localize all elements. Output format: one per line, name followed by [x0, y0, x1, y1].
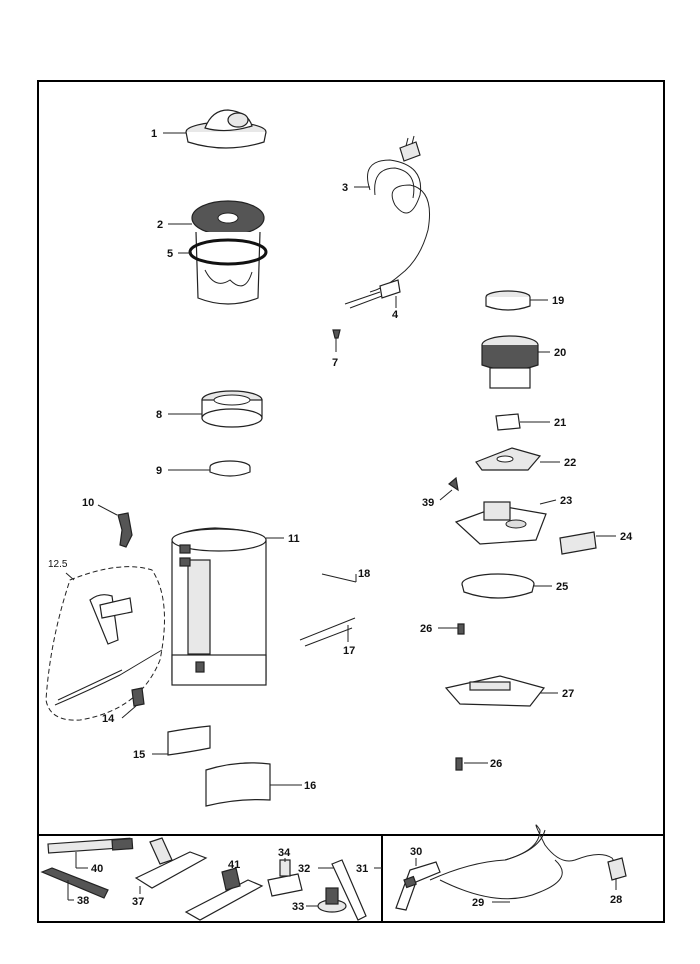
part-39-spring: 39	[422, 476, 459, 509]
part-37-floor-nozzle: 37	[132, 837, 208, 908]
part-3-power-cord: 3	[342, 135, 430, 309]
part-15-panel: 15	[133, 725, 211, 761]
label-30: 30	[410, 846, 422, 858]
label-25: 25	[556, 581, 568, 593]
part-19-gasket: 19	[485, 290, 564, 311]
label-3: 3	[342, 182, 348, 194]
label-37: 37	[132, 896, 144, 908]
label-24: 24	[620, 531, 633, 543]
label-21: 21	[554, 417, 566, 429]
label-41: 41	[228, 859, 240, 871]
label-9: 9	[156, 465, 162, 477]
part-41-hard-floor-nozzle: 41	[184, 859, 264, 921]
part-8-filter-cartridge: 8	[156, 390, 263, 428]
label-22: 22	[564, 457, 576, 469]
part-34-upholstery-tool: 34	[267, 847, 303, 897]
label-12-5: 12.5	[48, 559, 68, 570]
part-26-screw-a: 26	[420, 623, 465, 635]
label-17: 17	[343, 645, 355, 657]
part-9-disc-filter: 9	[156, 460, 251, 477]
label-26-b: 26	[490, 758, 502, 770]
part-1-lid: 1	[151, 109, 267, 149]
part-17-wiring: 17	[299, 617, 355, 657]
part-24-foam: 24	[559, 531, 633, 555]
label-26-a: 26	[420, 623, 432, 635]
part-32-crevice-tool: 32	[298, 859, 367, 921]
part-38-straight-tube: 38	[40, 867, 109, 907]
part-18-wire: 18	[321, 568, 370, 583]
part-21-mount: 21	[495, 413, 566, 431]
part-22-motor-cover: 22	[475, 447, 576, 471]
part-7-screw: 7	[332, 329, 341, 369]
label-40: 40	[91, 863, 103, 875]
label-32: 32	[298, 863, 310, 875]
part-11-tank-body: 11	[171, 527, 300, 686]
part-27-bottom-plate: 27	[444, 675, 574, 707]
part-4-strain-relief: 4	[392, 296, 399, 321]
part-25-plate: 25	[461, 573, 568, 599]
part-30-hose-handle: 30	[395, 846, 441, 911]
part-16-band: 16	[205, 762, 316, 807]
label-20: 20	[554, 347, 566, 359]
label-18: 18	[358, 568, 370, 580]
part-20-motor: 20	[481, 335, 566, 389]
part-14-connector: 14	[102, 687, 145, 725]
label-2: 2	[157, 219, 163, 231]
part-29-hose: 29	[429, 824, 619, 909]
label-27: 27	[562, 688, 574, 700]
part-10-latch: 10	[82, 497, 133, 548]
label-7: 7	[332, 357, 338, 369]
part-31-accessory-set: 31	[356, 863, 382, 875]
label-19: 19	[552, 295, 564, 307]
part-12-5-handle-assembly: 12.5	[45, 559, 165, 721]
part-28-hose-connector: 28	[607, 857, 627, 906]
label-38: 38	[77, 895, 89, 907]
label-5: 5	[167, 248, 173, 260]
label-29: 29	[472, 897, 484, 909]
label-31: 31	[356, 863, 368, 875]
label-39: 39	[422, 497, 434, 509]
label-1: 1	[151, 128, 157, 140]
label-14: 14	[102, 713, 115, 725]
part-2-filter-cover: 2	[157, 200, 265, 236]
main-frame	[37, 80, 665, 923]
label-23: 23	[560, 495, 572, 507]
label-28: 28	[610, 894, 622, 906]
part-5-filter-bag: 5	[167, 231, 268, 305]
part-40-extension-tube: 40	[47, 837, 134, 875]
part-33-dusting-brush: 33	[292, 887, 347, 913]
label-10: 10	[82, 497, 94, 509]
label-15: 15	[133, 749, 145, 761]
label-8: 8	[156, 409, 162, 421]
label-16: 16	[304, 780, 316, 792]
part-26-screw-b: 26	[455, 757, 502, 771]
label-11: 11	[288, 533, 300, 545]
label-33: 33	[292, 901, 304, 913]
label-4: 4	[392, 309, 399, 321]
part-23-base-plate: 23	[454, 495, 572, 545]
label-34: 34	[278, 847, 291, 859]
